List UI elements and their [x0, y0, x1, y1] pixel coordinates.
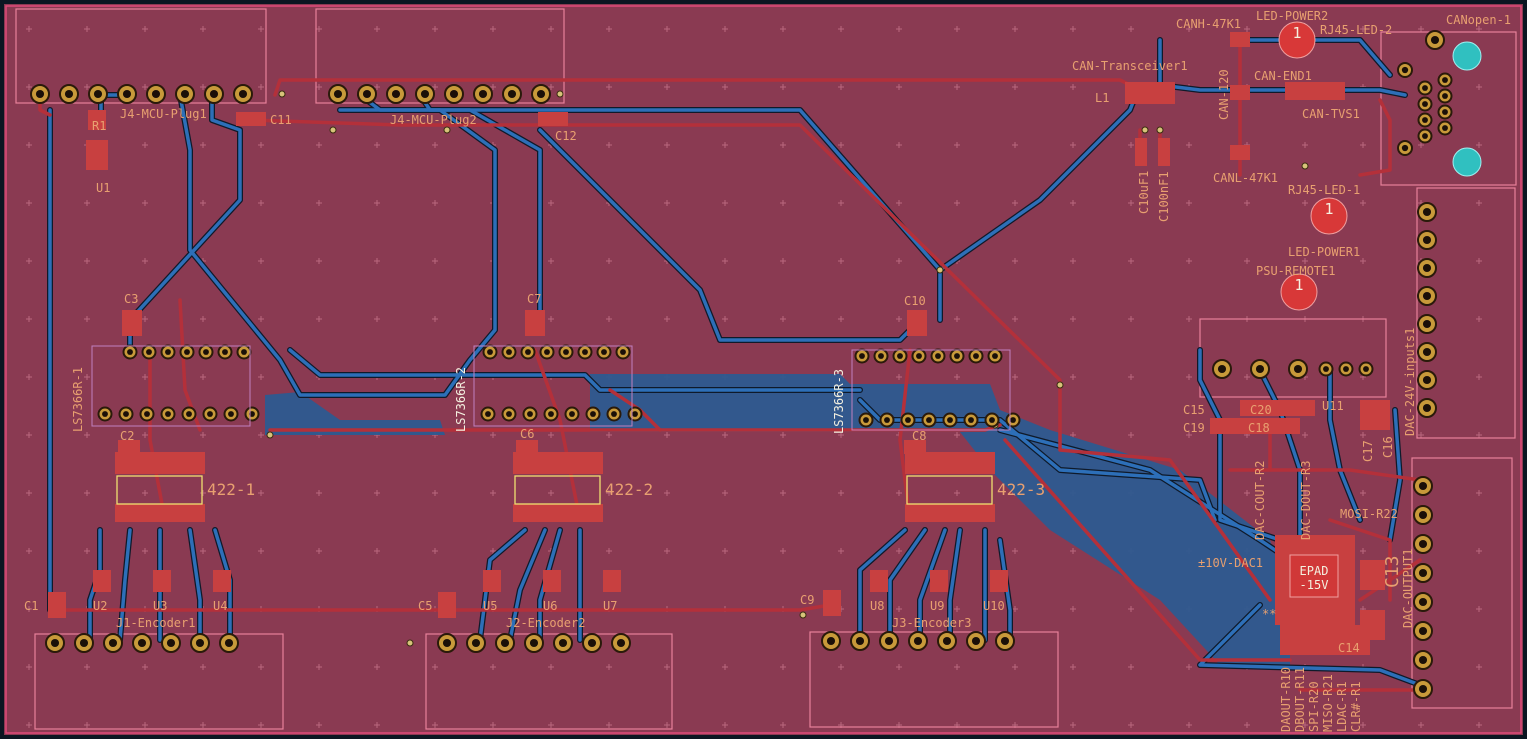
label-c100nf: C100nF1: [1157, 171, 1171, 222]
label-stars: **: [1262, 607, 1276, 621]
label-c11: C11: [270, 113, 292, 127]
label-led-power2: LED-POWER2: [1256, 9, 1328, 23]
label-c5: C5: [418, 599, 432, 613]
rotated-labels: LS7366R-1 LS7366R-2 LS7366R-3 CAN-120 C1…: [71, 69, 1417, 732]
label-mosi: MOSI-R22: [1340, 507, 1398, 521]
label-c19: C19: [1183, 421, 1205, 435]
label-led-power1: LED-POWER1: [1288, 245, 1360, 259]
label-canl: CANL-47K1: [1213, 171, 1278, 185]
label-j4-plug2: J4-MCU-Plug2: [390, 113, 477, 127]
label-spi: SPI-R20: [1307, 681, 1321, 732]
label-epad: EPAD: [1300, 564, 1329, 578]
through-hole-pins: [30, 30, 1453, 699]
vias: [266, 90, 1309, 647]
label-dac-output: DAC-OUTPUT1: [1401, 549, 1415, 628]
dac-epad: [1289, 554, 1339, 598]
large-labels: 422-1 422-2 422-3: [207, 480, 1045, 499]
label-canopen: CANopen-1: [1446, 13, 1511, 27]
label-u4: U4: [213, 599, 227, 613]
label-u10: U10: [983, 599, 1005, 613]
label-c14: C14: [1338, 641, 1360, 655]
label-u5: U5: [483, 599, 497, 613]
label-c20: C20: [1250, 403, 1272, 417]
led-power1-mark: 1: [1324, 200, 1333, 218]
label-canh: CANH-47K1: [1176, 17, 1241, 31]
label-c10uf: C10uF1: [1137, 171, 1151, 214]
label-l1: L1: [1095, 91, 1109, 105]
label-encoder2: J2-Encoder2: [506, 616, 585, 630]
label-daout: DAOUT-R10: [1279, 667, 1293, 732]
label-ls3: LS7366R-3: [832, 369, 846, 434]
label-u2: U2: [93, 599, 107, 613]
rj45-mount-hole-bottom: [1452, 147, 1482, 177]
label-u6: U6: [543, 599, 557, 613]
label-ls2: LS7366R-2: [454, 367, 468, 432]
label-psu-remote: PSU-REMOTE1: [1256, 264, 1335, 278]
label-r1: R1: [92, 119, 106, 133]
label-clr: CLR#-R1: [1349, 681, 1363, 732]
label-ldac: LDAC-R1: [1335, 681, 1349, 732]
label-dac24: DAC-24V-inputs1: [1403, 328, 1417, 436]
label-ls1: LS7366R-1: [71, 367, 85, 432]
label-c7: C7: [527, 292, 541, 306]
label-c13: C13: [1382, 555, 1403, 588]
label-c9: C9: [800, 593, 814, 607]
label-rj45-led1: RJ45-LED-1: [1288, 183, 1360, 197]
label-c10: C10: [904, 294, 926, 308]
label-u11: U11: [1322, 399, 1344, 413]
label-dac-cout: DAC-COUT-R2: [1253, 461, 1267, 540]
label-rj45-led2: RJ45-LED-2: [1320, 23, 1392, 37]
label-422-3: 422-3: [997, 480, 1045, 499]
label-j4-plug1: J4-MCU-Plug1: [120, 107, 207, 121]
label-422-1: 422-1: [207, 480, 255, 499]
led-markers: [1278, 21, 1348, 311]
label-u9: U9: [930, 599, 944, 613]
rs422-silk: [116, 475, 993, 505]
label-minus15: -15V: [1300, 578, 1329, 592]
label-u3: U3: [153, 599, 167, 613]
reference-labels: J4-MCU-Plug1 J4-MCU-Plug2 C11 C12 R1 U1 …: [24, 9, 1511, 655]
led-power2-mark: 1: [1292, 24, 1301, 42]
label-c2: C2: [120, 429, 134, 443]
rj45-mount-hole-top: [1452, 41, 1482, 71]
label-can120: CAN-120: [1217, 69, 1231, 120]
back-copper-pour: [265, 374, 1290, 665]
label-encoder1: J1-Encoder1: [116, 616, 195, 630]
label-c8: C8: [912, 429, 926, 443]
label-c18: C18: [1248, 421, 1270, 435]
smd-pads: [48, 32, 1390, 655]
board-edge: [5, 5, 1522, 734]
label-u1: U1: [96, 181, 110, 195]
label-c15: C15: [1183, 403, 1205, 417]
label-u7: U7: [603, 599, 617, 613]
psu-remote-mark: 1: [1294, 276, 1303, 294]
label-encoder3: J3-Encoder3: [892, 616, 971, 630]
ic-outlines: [91, 345, 1011, 431]
label-dac10: ±10V-DAC1: [1198, 556, 1263, 570]
label-c6: C6: [520, 427, 534, 441]
label-can-tvs: CAN-TVS1: [1302, 107, 1360, 121]
label-c1: C1: [24, 599, 38, 613]
label-can-transceiver: CAN-Transceiver1: [1072, 59, 1188, 73]
label-miso: MISO-R21: [1321, 674, 1335, 732]
label-can-end: CAN-END1: [1254, 69, 1312, 83]
label-c16: C16: [1381, 436, 1395, 458]
label-c3: C3: [124, 292, 138, 306]
label-c17: C17: [1361, 440, 1375, 462]
label-u8: U8: [870, 599, 884, 613]
label-422-2: 422-2: [605, 480, 653, 499]
label-dac-dout: DAC-DOUT-R3: [1299, 461, 1313, 540]
label-dbout: DBOUT-R11: [1293, 667, 1307, 732]
label-c12: C12: [555, 129, 577, 143]
